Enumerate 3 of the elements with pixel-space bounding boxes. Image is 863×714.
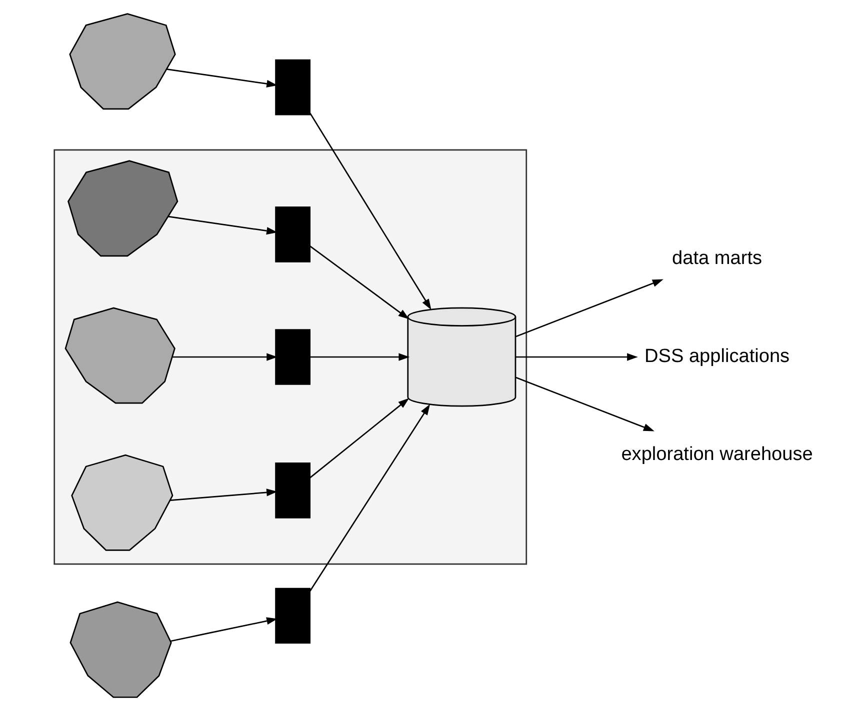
node-text: exploration warehouse <box>620 444 812 466</box>
node-text: data marts <box>672 248 762 269</box>
node-text: DSS applications <box>644 346 790 368</box>
